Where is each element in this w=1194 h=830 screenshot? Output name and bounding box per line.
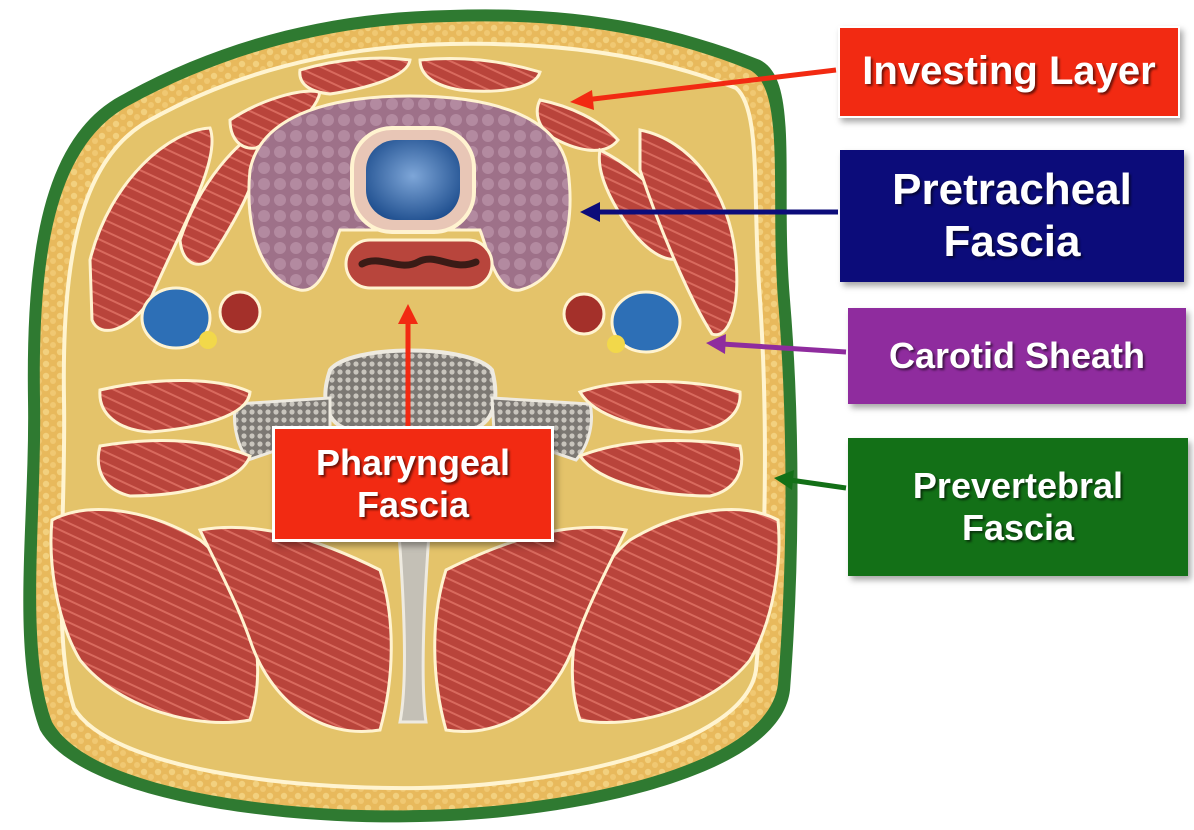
prevertebral-arrow <box>790 480 846 488</box>
pharyngeal-fascia-text: Pharyngeal Fascia <box>316 442 510 527</box>
pretracheal-fascia-text: Pretracheal Fascia <box>892 164 1132 268</box>
carotid-sheath-label: Carotid Sheath <box>848 308 1186 404</box>
pharyngeal-fascia-label: Pharyngeal Fascia <box>272 426 554 542</box>
left-carotid-artery <box>220 292 260 332</box>
carotid-sheath-text: Carotid Sheath <box>889 335 1145 377</box>
pretracheal-fascia-label: Pretracheal Fascia <box>840 150 1184 282</box>
trachea-lumen <box>366 140 460 220</box>
left-vagus-nerve <box>199 331 217 349</box>
right-carotid-artery <box>564 294 604 334</box>
prevertebral-fascia-label: Prevertebral Fascia <box>848 438 1188 576</box>
investing-layer-label: Investing Layer <box>838 26 1180 118</box>
right-vagus-nerve <box>607 335 625 353</box>
investing-layer-text: Investing Layer <box>862 48 1155 95</box>
prevertebral-fascia-text: Prevertebral Fascia <box>913 465 1123 550</box>
